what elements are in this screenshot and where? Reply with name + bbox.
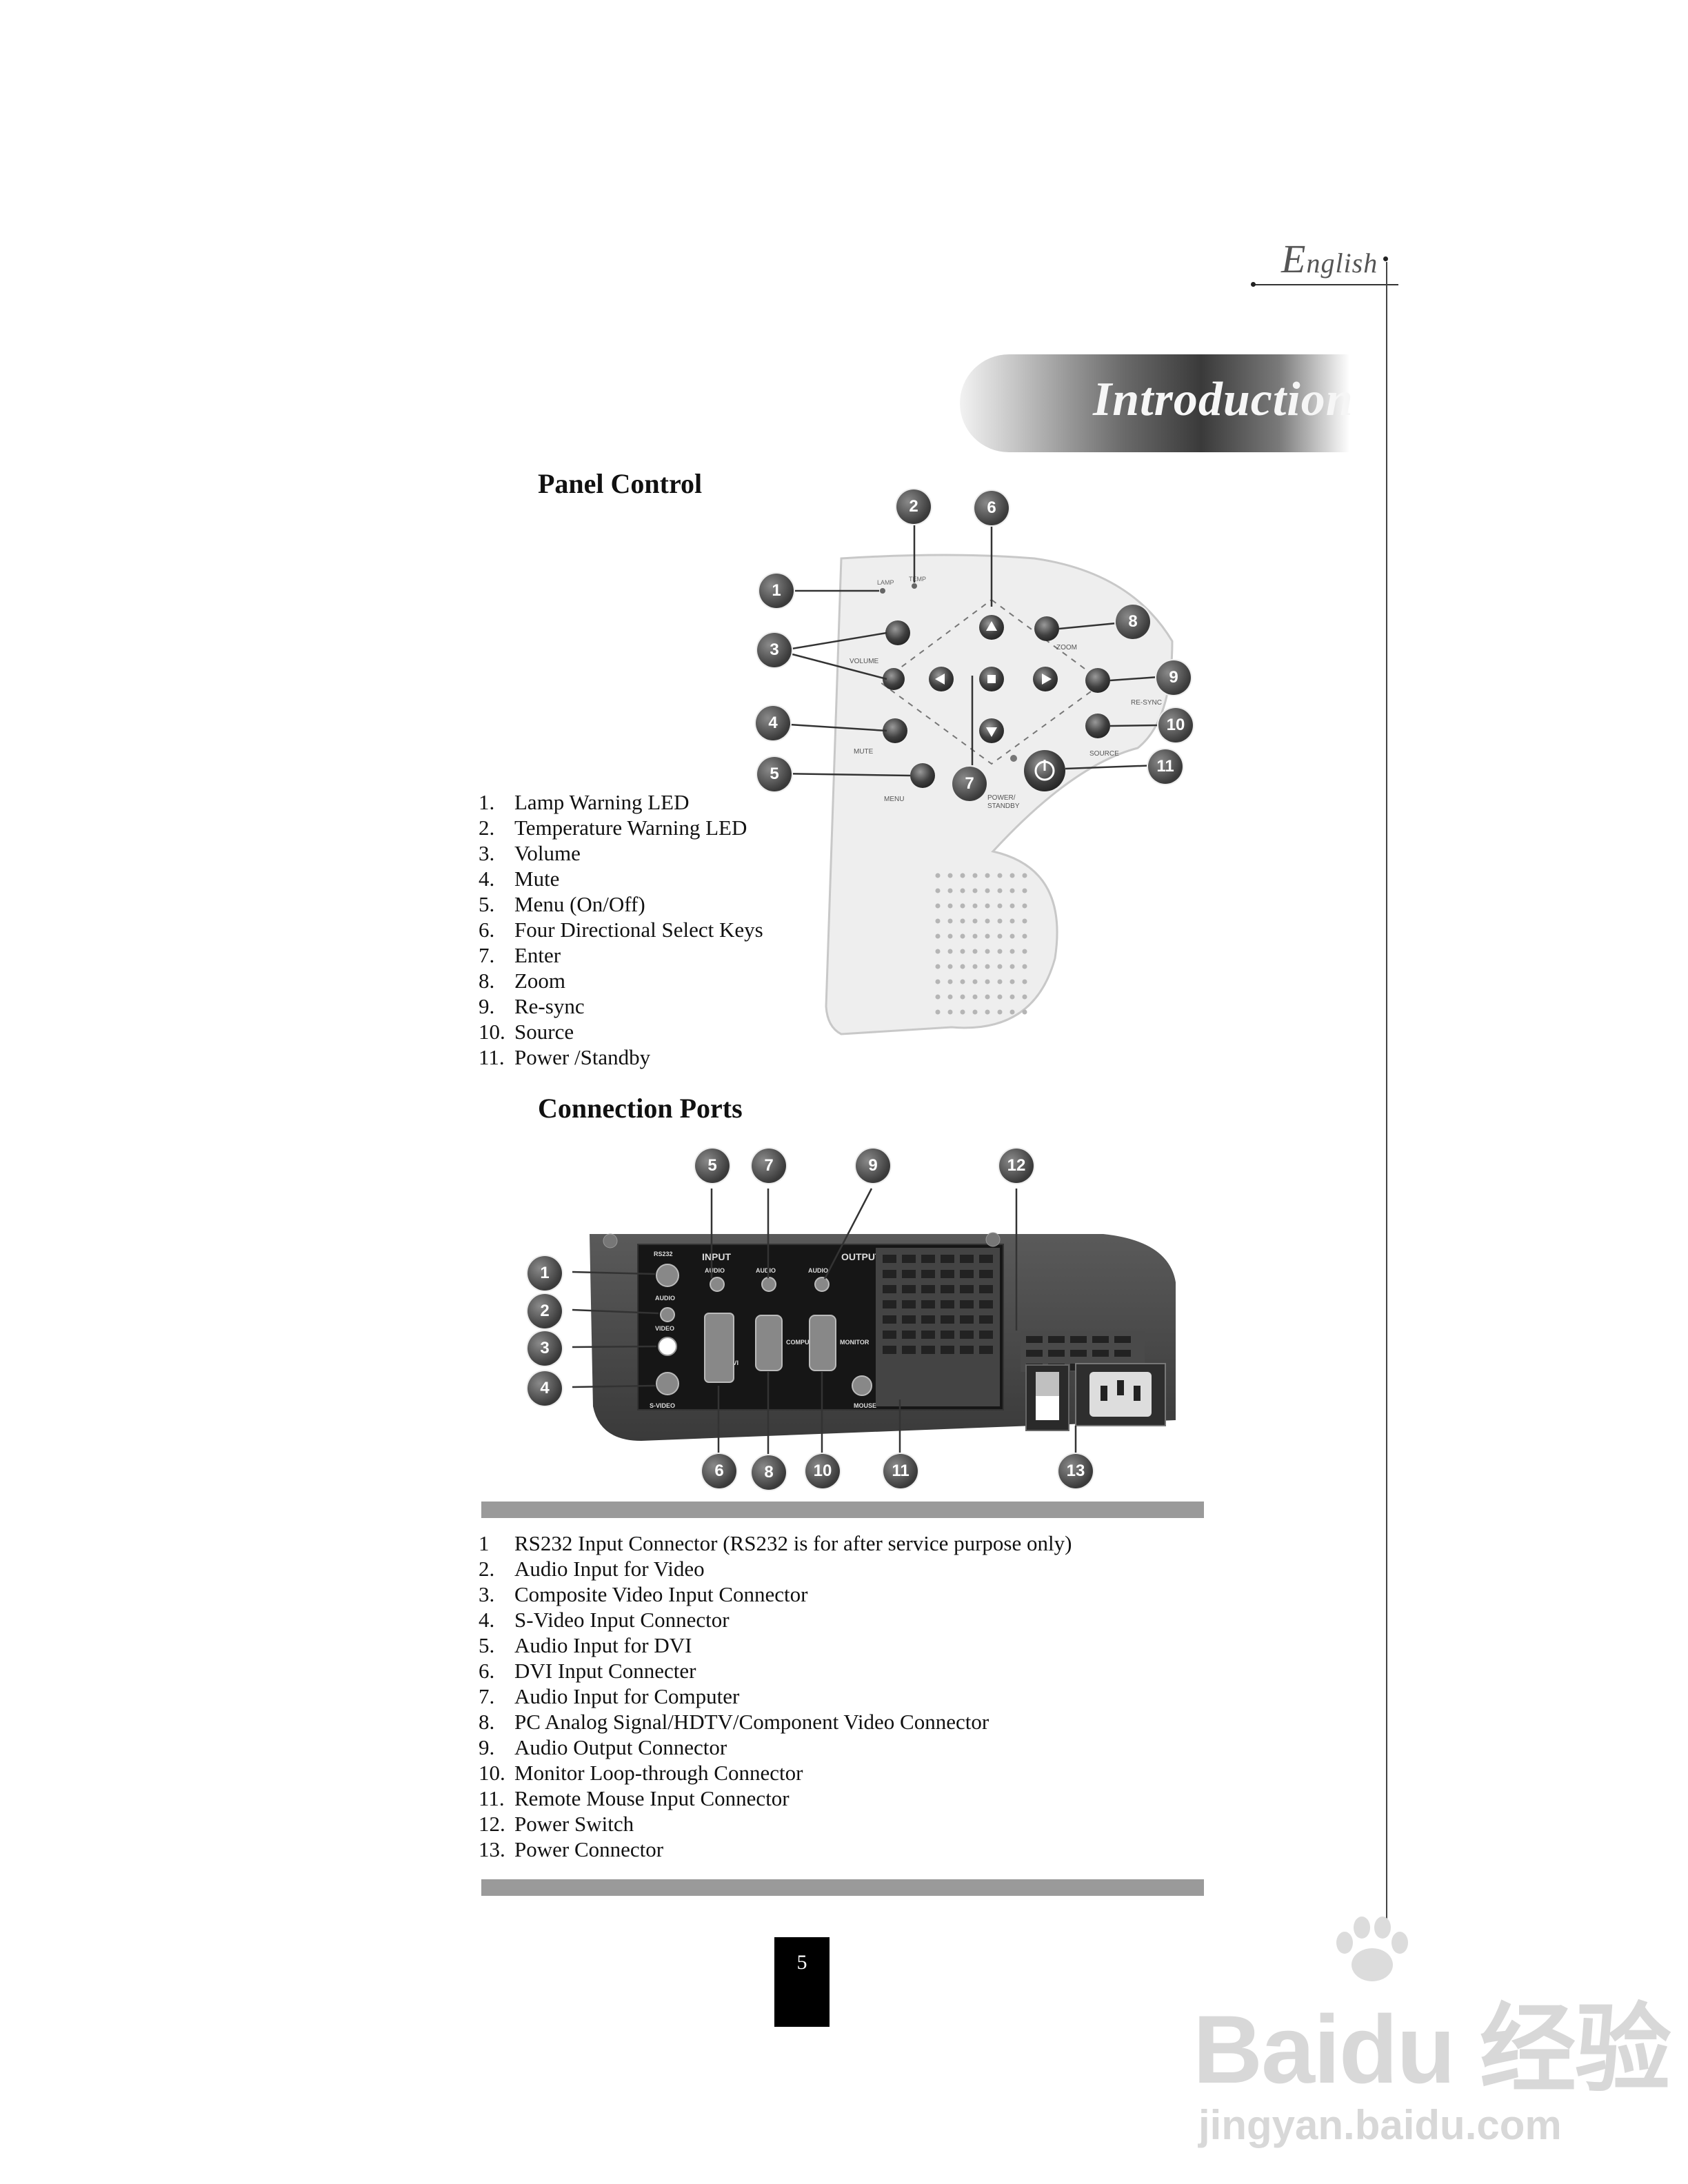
rule-dot-left: [1251, 282, 1256, 287]
callout-1: 1: [759, 574, 794, 608]
resync-button: [1085, 668, 1110, 693]
svg-text:AUDIO: AUDIO: [705, 1267, 725, 1274]
port-callout-8: 8: [752, 1455, 786, 1490]
rs232-label: RS232: [654, 1251, 673, 1257]
source-label: SOURCE: [1089, 750, 1119, 758]
divider-bar-top: [481, 1502, 1204, 1518]
divider-bar-bottom: [481, 1879, 1204, 1896]
callout-10: 10: [1158, 708, 1193, 742]
language-label-cap: E: [1281, 236, 1307, 281]
port-callout-12: 12: [999, 1149, 1034, 1183]
mute-label: MUTE: [854, 748, 874, 756]
svg-text:AUDIO: AUDIO: [808, 1267, 828, 1274]
port-callout-3: 3: [528, 1331, 562, 1366]
callout-9: 9: [1156, 660, 1191, 695]
panel-body: [825, 554, 1174, 1035]
callout-7: 7: [952, 767, 987, 801]
volume-up-button: [885, 620, 910, 645]
port-callout-7: 7: [752, 1149, 786, 1183]
rule-dot-top: [1383, 256, 1388, 261]
output-label: OUTPUT: [841, 1251, 881, 1262]
callout-11: 11: [1148, 749, 1183, 784]
audio-dvi-port: [710, 1277, 725, 1292]
audio-output-port: [814, 1277, 830, 1292]
computer-label: COMPUTER: [786, 1339, 822, 1346]
svg-text:AUDIO: AUDIO: [655, 1295, 675, 1302]
callout-2: 2: [896, 489, 931, 524]
menu-label: MENU: [884, 796, 904, 803]
dvi-port: [704, 1313, 734, 1383]
mouse-port: [852, 1375, 872, 1396]
power-label-2: STANDBY: [987, 802, 1020, 810]
panel-control-heading: Panel Control: [538, 468, 703, 499]
menu-button: [910, 763, 935, 788]
rs232-port: [656, 1264, 679, 1287]
port-callout-5: 5: [695, 1149, 730, 1183]
input-label: INPUT: [702, 1251, 731, 1262]
language-label-rest: nglish: [1306, 247, 1378, 279]
mute-button: [883, 718, 907, 743]
volume-label: VOLUME: [850, 658, 879, 665]
port-callout-4: 4: [528, 1371, 562, 1406]
svg-text:AUDIO: AUDIO: [756, 1267, 776, 1274]
language-underline: [1254, 284, 1398, 285]
callout-5: 5: [757, 757, 792, 791]
port-callout-10: 10: [805, 1454, 840, 1488]
svideo-label: S-VIDEO: [650, 1402, 675, 1409]
callout-3: 3: [757, 633, 792, 667]
zoom-label: ZOOM: [1056, 644, 1077, 651]
volume-down-button: [883, 668, 905, 690]
port-callout-9: 9: [856, 1149, 890, 1183]
source-button: [1085, 714, 1110, 738]
callout-6: 6: [974, 491, 1009, 525]
connection-ports-diagram: INPUT OUTPUT RS232 AUDIO AUDIO AUDIO AUD…: [572, 1188, 1176, 1465]
audio-video-port: [660, 1307, 675, 1322]
mouse-label: MOUSE: [854, 1402, 876, 1409]
watermark-url: jingyan.baidu.com: [1198, 2102, 1562, 2148]
section-tab: [960, 354, 1349, 452]
temp-label: TEMP: [909, 576, 926, 583]
callout-8: 8: [1116, 605, 1150, 639]
port-callout-6: 6: [702, 1454, 736, 1488]
connection-ports-heading: Connection Ports: [538, 1093, 743, 1124]
zoom-button: [1034, 616, 1059, 641]
monitor-label: MONITOR: [840, 1339, 870, 1346]
paw-icon: [1336, 1917, 1408, 1981]
power-label-1: POWER/: [987, 794, 1016, 802]
panel-control-diagram: LAMP TEMP VOLUME MUTE MENU ZOOM RE-SYNC: [778, 525, 1174, 1035]
speaker-grille: [935, 873, 1027, 1015]
lamp-label: LAMP: [877, 579, 894, 586]
port-callout-1: 1: [528, 1256, 562, 1291]
composite-port: [658, 1337, 677, 1356]
vents: [876, 1248, 1000, 1406]
port-callout-11: 11: [883, 1454, 918, 1488]
language-label: English: [1281, 236, 1378, 282]
computer-port: [755, 1315, 783, 1371]
svideo-port: [656, 1372, 679, 1395]
resync-label: RE-SYNC: [1131, 699, 1162, 707]
port-callout-13: 13: [1058, 1454, 1093, 1488]
section-title: Introduction: [1093, 373, 1354, 426]
callout-4: 4: [756, 706, 790, 740]
margin-rule: [1386, 262, 1387, 1930]
audio-computer-port: [761, 1277, 776, 1292]
page-number: 5: [774, 1937, 830, 2027]
video-label: VIDEO: [655, 1325, 674, 1332]
watermark-brand: Baidu 经验: [1193, 1995, 1671, 2103]
port-callout-2: 2: [528, 1294, 562, 1328]
monitor-port: [809, 1315, 836, 1371]
panel-control-list: 1.Lamp Warning LED 2.Temperature Warning…: [479, 790, 763, 1069]
